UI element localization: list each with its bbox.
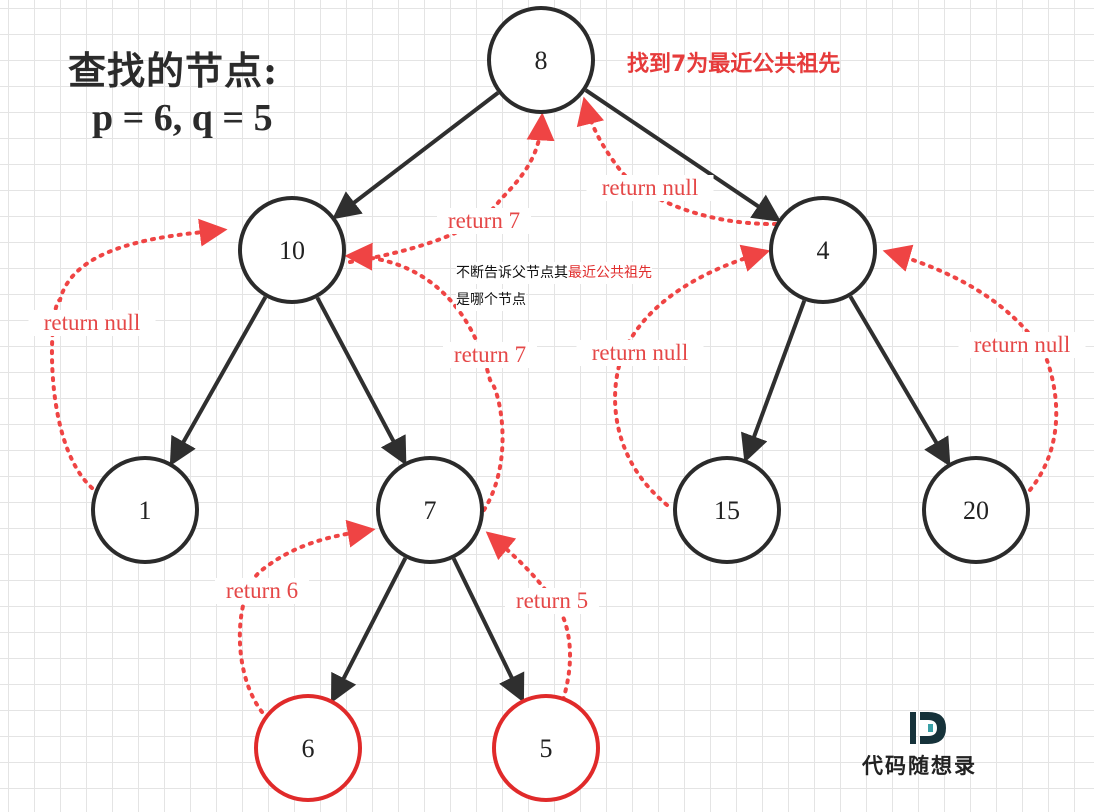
- return-label-bg: [505, 588, 599, 614]
- return-label-bg: [958, 332, 1086, 358]
- tree-node-1: 1: [91, 456, 199, 564]
- result-annotation: 找到7为最近公共祖先: [627, 52, 841, 77]
- tree-node-4: 4: [769, 196, 877, 304]
- edge-n4-n15: [741, 299, 807, 463]
- return-label-bg: [215, 578, 309, 604]
- node-circle: [254, 694, 362, 802]
- edge-n10-n7: [315, 296, 407, 466]
- node-label: 6: [302, 734, 315, 763]
- node-circle: [492, 694, 600, 802]
- tree-node-10: 10: [238, 196, 346, 304]
- return-label-r4-8: return null: [602, 175, 698, 200]
- title-p-q-values: p = 6, q = 5: [92, 97, 273, 139]
- node-circle: [238, 196, 346, 304]
- edge-n8-n10: [332, 91, 500, 220]
- tree-node-5: 5: [492, 694, 600, 802]
- node-label: 1: [139, 496, 152, 525]
- node-label: 5: [540, 734, 553, 763]
- tree-node-8: 8: [487, 6, 595, 114]
- node-circle: [922, 456, 1030, 564]
- logo: 代码随想录: [862, 710, 994, 780]
- tree-node-20: 20: [922, 456, 1030, 564]
- node-circle: [487, 6, 595, 114]
- node-circle: [91, 456, 199, 564]
- edge-n8-n4: [584, 88, 782, 222]
- return-label-r20-4: return null: [974, 332, 1070, 357]
- node-circle: [769, 196, 877, 304]
- return-arrow-r20-4: [882, 244, 1059, 492]
- logo-mark-icon: [910, 712, 946, 744]
- node-label: 15: [714, 496, 740, 525]
- return-label-bg: [586, 175, 714, 201]
- note-prefix: 不断告诉父节点其: [456, 265, 568, 281]
- return-label-r10-8: return 7: [448, 208, 520, 233]
- return-arrow-r6-7: [237, 519, 376, 714]
- return-label-r5-7: return 5: [516, 588, 588, 613]
- return-arrow-r5-7: [485, 531, 573, 702]
- return-label-r7-10: return 7: [454, 342, 526, 367]
- return-label-bg: [28, 310, 156, 336]
- title-nodes-to-find: 查找的节点:: [68, 48, 279, 93]
- return-label-bg: [437, 208, 531, 234]
- note-line-2: 是哪个节点: [456, 289, 526, 311]
- edge-n7-n5: [451, 557, 525, 703]
- node-circle: [673, 456, 781, 564]
- return-arrow-r10-8: [348, 112, 555, 264]
- note-highlight: 最近公共祖先: [568, 265, 652, 281]
- node-label: 4: [817, 236, 830, 265]
- tree-nodes: 8 10 4 1 7 15 20 6 5: [91, 6, 1030, 802]
- return-arrow-r7-10: [344, 242, 505, 512]
- tree-node-6: 6: [254, 694, 362, 802]
- node-circle: [376, 456, 484, 564]
- return-label-bg: [576, 340, 704, 366]
- node-label: 10: [279, 236, 305, 265]
- tree-edges: [169, 88, 951, 704]
- logo-label: 代码随想录: [862, 753, 977, 778]
- tree-node-15: 15: [673, 456, 781, 564]
- node-label: 7: [424, 496, 437, 525]
- tree-node-7: 7: [376, 456, 484, 564]
- return-label-r15-4: return null: [592, 340, 688, 365]
- return-arrow-r1-10: [49, 218, 228, 490]
- return-label-bg: [443, 342, 537, 368]
- return-labels: return null return 7 return 7 return null re…: [28, 175, 1086, 614]
- node-label: 8: [535, 46, 548, 75]
- note-line-1: 不断告诉父节点其最近公共祖先: [456, 262, 652, 284]
- return-label-r1-10: return null: [44, 310, 140, 335]
- node-label: 20: [963, 496, 989, 525]
- edge-n7-n6: [330, 557, 408, 704]
- edge-n10-n1: [169, 296, 268, 467]
- return-arrow-r4-8: [576, 96, 778, 227]
- edge-n4-n20: [848, 295, 951, 467]
- return-label-r6-7: return 6: [226, 578, 298, 603]
